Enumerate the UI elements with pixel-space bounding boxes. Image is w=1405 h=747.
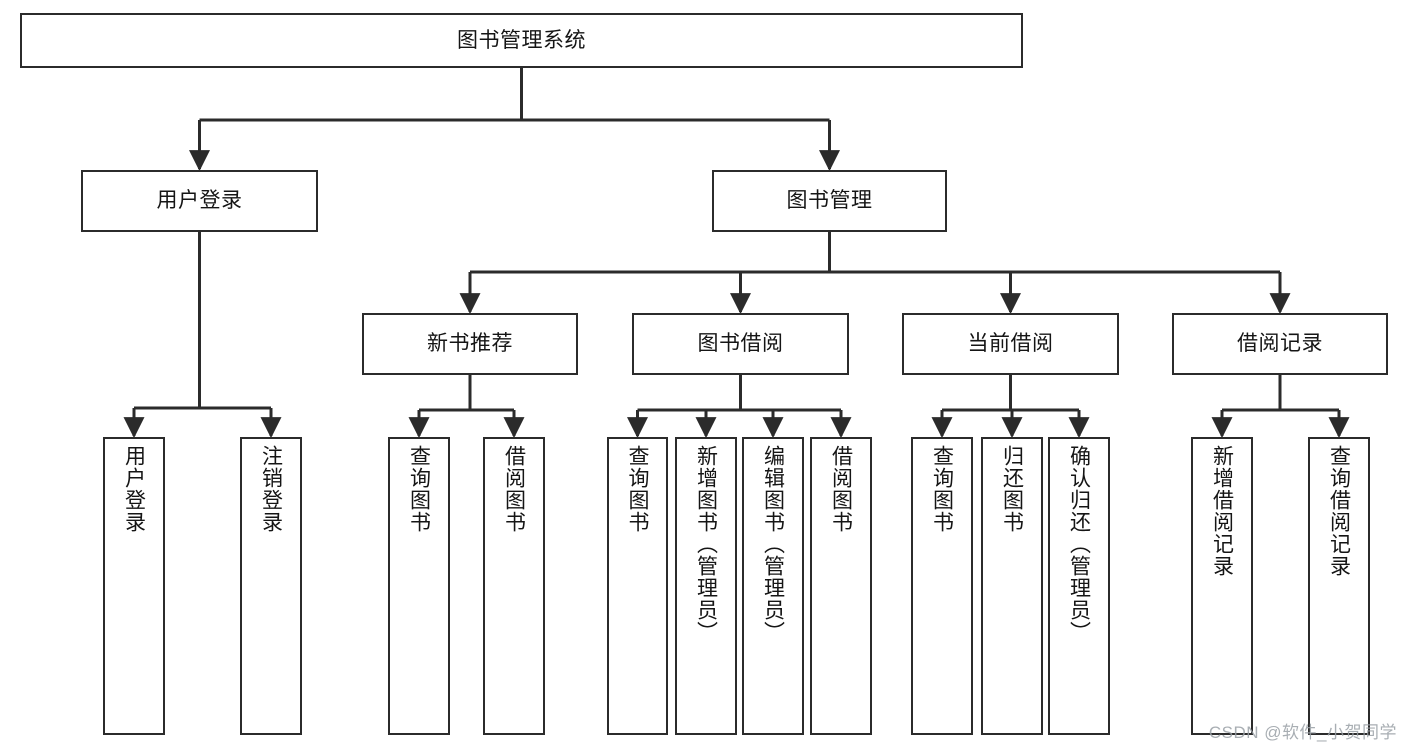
node-leaf_add_book_admin[interactable]: 新增图书（管理员）	[675, 437, 737, 735]
node-leaf_borrow_book_rec-label: 借阅图书	[502, 445, 526, 533]
node-book_manage[interactable]: 图书管理	[712, 170, 947, 232]
node-book_manage-label: 图书管理	[786, 189, 873, 213]
node-leaf_borrow_book[interactable]: 借阅图书	[810, 437, 872, 735]
node-leaf_query_borrow_record-label: 查询借阅记录	[1327, 445, 1351, 577]
node-leaf_add_book_admin-label: 新增图书（管理员）	[694, 445, 718, 643]
node-leaf_borrow_book_rec[interactable]: 借阅图书	[483, 437, 545, 735]
node-user_login-label: 用户登录	[156, 189, 243, 213]
node-leaf_query_book_borrow[interactable]: 查询图书	[607, 437, 668, 735]
node-current_borrow[interactable]: 当前借阅	[902, 313, 1119, 375]
node-leaf_user_logout[interactable]: 注销登录	[240, 437, 302, 735]
node-new_book_recommend[interactable]: 新书推荐	[362, 313, 578, 375]
node-borrow_record-label: 借阅记录	[1237, 332, 1323, 356]
node-root[interactable]: 图书管理系统	[20, 13, 1023, 68]
node-leaf_user_logout-label: 注销登录	[259, 445, 283, 533]
node-book_borrow[interactable]: 图书借阅	[632, 313, 849, 375]
watermark: CSDN @软件_小贺同学	[1208, 723, 1397, 742]
node-leaf_return_book[interactable]: 归还图书	[981, 437, 1043, 735]
node-leaf_user_login[interactable]: 用户登录	[103, 437, 165, 735]
node-leaf_edit_book_admin[interactable]: 编辑图书（管理员）	[742, 437, 804, 735]
node-leaf_query_book_borrow-label: 查询图书	[626, 445, 649, 533]
node-leaf_user_login-label: 用户登录	[122, 445, 146, 533]
node-leaf_borrow_book-label: 借阅图书	[829, 445, 853, 533]
node-leaf_query_borrow_record[interactable]: 查询借阅记录	[1308, 437, 1370, 735]
node-current_borrow-label: 当前借阅	[967, 332, 1054, 356]
node-leaf_query_book_rec[interactable]: 查询图书	[388, 437, 450, 735]
node-leaf_query_book_cur-label: 查询图书	[930, 445, 954, 533]
node-leaf_edit_book_admin-label: 编辑图书（管理员）	[761, 445, 785, 643]
node-root-label: 图书管理系统	[457, 28, 586, 52]
node-leaf_confirm_return_admin-label: 确认归还（管理员）	[1067, 445, 1091, 643]
node-new_book_recommend-label: 新书推荐	[427, 332, 513, 356]
node-leaf_confirm_return_admin[interactable]: 确认归还（管理员）	[1048, 437, 1110, 735]
node-leaf_query_book_rec-label: 查询图书	[407, 445, 431, 533]
node-user_login[interactable]: 用户登录	[81, 170, 318, 232]
node-borrow_record[interactable]: 借阅记录	[1172, 313, 1388, 375]
node-book_borrow-label: 图书借阅	[697, 332, 784, 356]
node-leaf_add_borrow_record[interactable]: 新增借阅记录	[1191, 437, 1253, 735]
node-leaf_add_borrow_record-label: 新增借阅记录	[1210, 445, 1234, 577]
node-leaf_query_book_cur[interactable]: 查询图书	[911, 437, 973, 735]
node-leaf_return_book-label: 归还图书	[1000, 445, 1024, 533]
